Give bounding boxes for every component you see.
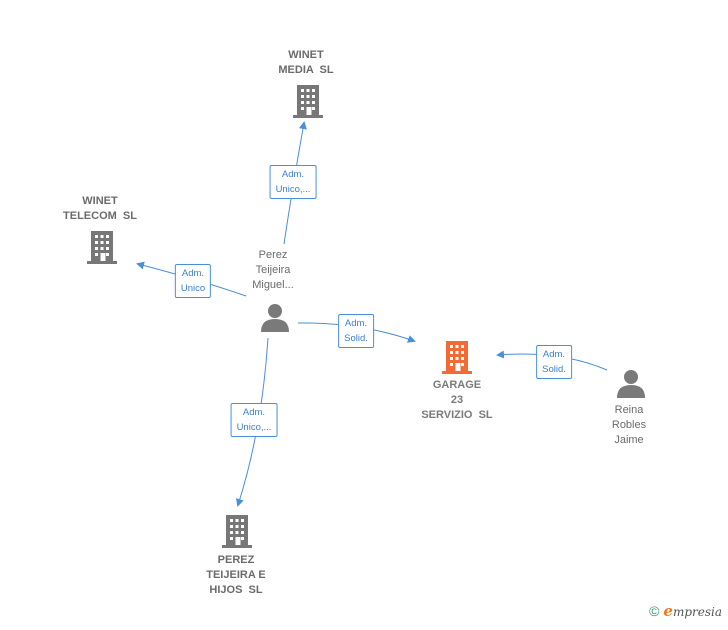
node-label-line: HIJOS SL bbox=[209, 584, 263, 596]
building-icon[interactable] bbox=[86, 229, 118, 265]
edge-label-line: Solid. bbox=[344, 333, 368, 344]
node-label-line: Jaime bbox=[614, 434, 644, 446]
node-label-line: SERVIZIO SL bbox=[421, 409, 493, 421]
node-label-line: Miguel... bbox=[252, 279, 294, 291]
node-label-line: GARAGE bbox=[432, 379, 482, 391]
node-label-winet-telecom[interactable]: WINET TELECOM SL bbox=[63, 194, 137, 224]
node-label-perez-hijos[interactable]: PEREZ TEIJEIRA E HIJOS SL bbox=[206, 553, 266, 598]
node-label-line: Teijeira bbox=[255, 264, 291, 276]
person-icon[interactable] bbox=[615, 368, 647, 398]
edge-label-line: Adm. bbox=[542, 349, 566, 360]
node-label-line: PEREZ bbox=[217, 554, 255, 566]
edge-label-winet-media[interactable]: Adm. Unico,... bbox=[269, 165, 317, 199]
brand-logo[interactable]: empresia bbox=[663, 602, 722, 620]
edge-label-line: Unico,... bbox=[275, 184, 311, 195]
node-label-winet-media[interactable]: WINET MEDIA SL bbox=[278, 48, 333, 78]
edge-label-line: Adm. bbox=[242, 407, 266, 418]
edge-label-line: Unico,... bbox=[236, 422, 272, 433]
building-icon[interactable] bbox=[221, 513, 253, 549]
node-label-line: WINET bbox=[288, 49, 324, 61]
node-label-line: Perez bbox=[258, 249, 288, 261]
edge-label-line: Unico bbox=[180, 283, 206, 294]
node-label-line: TEIJEIRA E bbox=[206, 569, 266, 581]
edge-label-line: Adm. bbox=[281, 169, 305, 180]
edge-label-garage-perez[interactable]: Adm. Solid. bbox=[338, 314, 374, 348]
node-label-reina-robles[interactable]: Reina Robles Jaime bbox=[612, 403, 646, 448]
edge-label-perez-hijos[interactable]: Adm. Unico,... bbox=[230, 403, 278, 437]
building-icon-focus[interactable] bbox=[441, 339, 473, 375]
edge-label-line: Adm. bbox=[181, 268, 205, 279]
node-label-line: WINET bbox=[82, 195, 118, 207]
edge-label-line: Solid. bbox=[542, 364, 566, 375]
brand-name: mpresia bbox=[672, 605, 722, 619]
footer-brand: © empresia bbox=[649, 602, 722, 620]
edge-label-garage-reina[interactable]: Adm. Solid. bbox=[536, 345, 572, 379]
node-label-perez-teijeira[interactable]: Perez Teijeira Miguel... bbox=[252, 248, 294, 293]
node-label-line: TELECOM SL bbox=[63, 210, 137, 222]
node-label-garage-23[interactable]: GARAGE 23 SERVIZIO SL bbox=[421, 378, 492, 423]
node-label-line: Robles bbox=[611, 419, 647, 431]
edge-label-winet-telecom[interactable]: Adm. Unico bbox=[174, 264, 212, 298]
node-label-line: MEDIA SL bbox=[278, 64, 334, 76]
node-label-line: Reina bbox=[614, 404, 644, 416]
person-icon[interactable] bbox=[259, 302, 291, 332]
brand-initial: e bbox=[663, 602, 673, 620]
building-icon[interactable] bbox=[292, 83, 324, 119]
edge-label-line: Adm. bbox=[344, 318, 368, 329]
copyright-symbol: © bbox=[649, 603, 660, 619]
node-label-line: 23 bbox=[450, 394, 464, 406]
